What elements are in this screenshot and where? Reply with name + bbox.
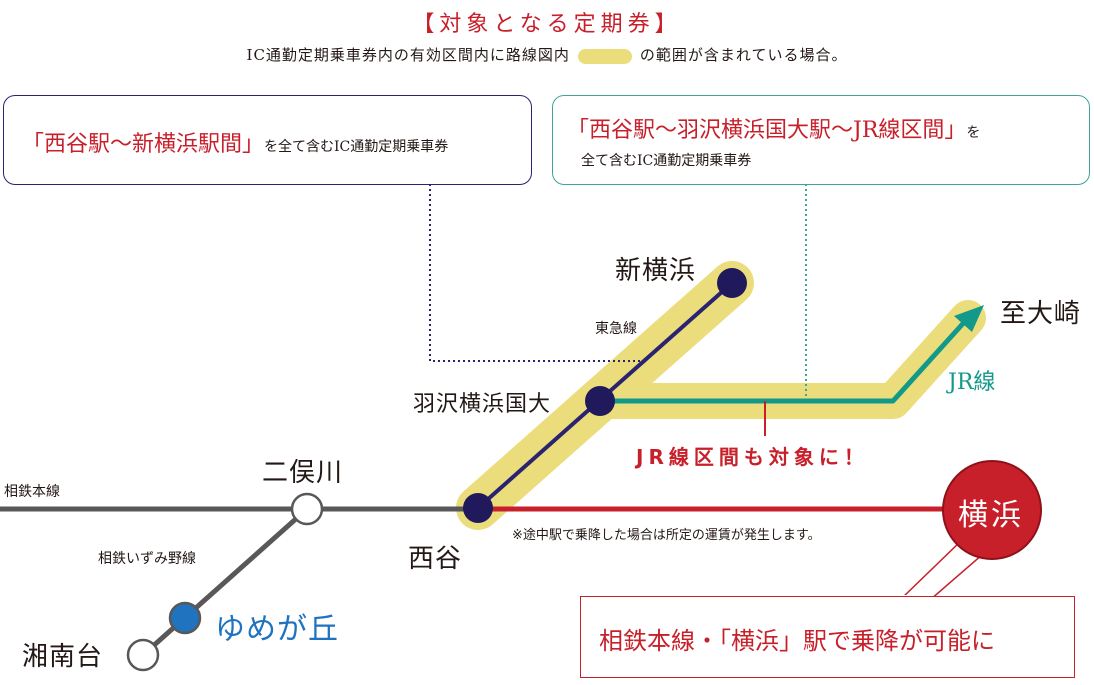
station-futamatagawa <box>290 492 324 526</box>
label-yokohama: 横浜 <box>958 498 1024 533</box>
callout-right-text: 全て含むIC通勤定期乗車券 <box>581 153 752 169</box>
jr-line <box>600 316 970 404</box>
label-jr-line: JR線 <box>948 370 996 395</box>
label-hazawa: 羽沢横浜国大 <box>413 392 552 417</box>
page-title: 【対象となる定期券】 <box>412 12 682 37</box>
callout-left-text: を全て含むIC通勤定期乗車券 <box>264 139 449 155</box>
callout-left: 「西谷駅〜新横浜駅間」を全て含むIC通勤定期乗車券 <box>3 95 532 185</box>
subtitle-after: の範囲が含まれている場合。 <box>639 46 848 64</box>
station-hazawa <box>585 386 615 416</box>
label-yumegaoka: ゆめが丘 <box>215 612 339 647</box>
label-shin-yokohama: 新横浜 <box>615 256 697 286</box>
station-yokohama <box>942 460 1042 560</box>
jr-arrow <box>954 305 984 332</box>
label-toyoko-line: 東急線 <box>595 321 637 337</box>
subtitle-before: IC通勤定期乗車券内の有効区間内に路線図内 <box>246 46 570 64</box>
leader-left <box>429 184 640 362</box>
station-shin-yokohama <box>717 268 747 298</box>
izumino-line <box>141 507 309 657</box>
label-sotetsu-main: 相鉄本線 <box>4 484 60 500</box>
callout-right: 「西谷駅〜羽沢横浜国大駅〜JR線区間」を 全て含むIC通勤定期乗車券 <box>552 95 1090 185</box>
callout-right-suffix: を <box>966 125 981 141</box>
note-midway: ※途中駅で乗降した場合は所定の運賃が発生します。 <box>512 528 821 543</box>
callout-bottom-text: 相鉄本線・「横浜」駅で乗降が可能に <box>599 627 995 655</box>
callout-left-highlight: 「西谷駅〜新横浜駅間」 <box>22 132 265 157</box>
callout-bottom: 相鉄本線・「横浜」駅で乗降が可能に <box>580 596 1075 678</box>
page-subtitle: IC通勤定期乗車券内の有効区間内に路線図内 の範囲が含まれている場合。 <box>0 44 1094 65</box>
callout-right-highlight: 「西谷駅〜羽沢横浜国大駅〜JR線区間」 <box>567 118 967 143</box>
label-nishiya: 西谷 <box>408 544 463 574</box>
station-nishiya <box>463 493 493 523</box>
label-shonandai: 湘南台 <box>22 642 104 672</box>
label-to-omiya: 至大崎 <box>1000 299 1082 329</box>
highlight-swatch-icon <box>577 48 632 64</box>
note-jr-target: JR線区間も対象に！ <box>636 445 869 469</box>
label-izumino-line: 相鉄いずみ野線 <box>98 551 196 567</box>
station-shonandai <box>126 638 160 672</box>
label-futamatagawa: 二俣川 <box>262 458 344 488</box>
station-yumegaoka <box>168 601 202 635</box>
